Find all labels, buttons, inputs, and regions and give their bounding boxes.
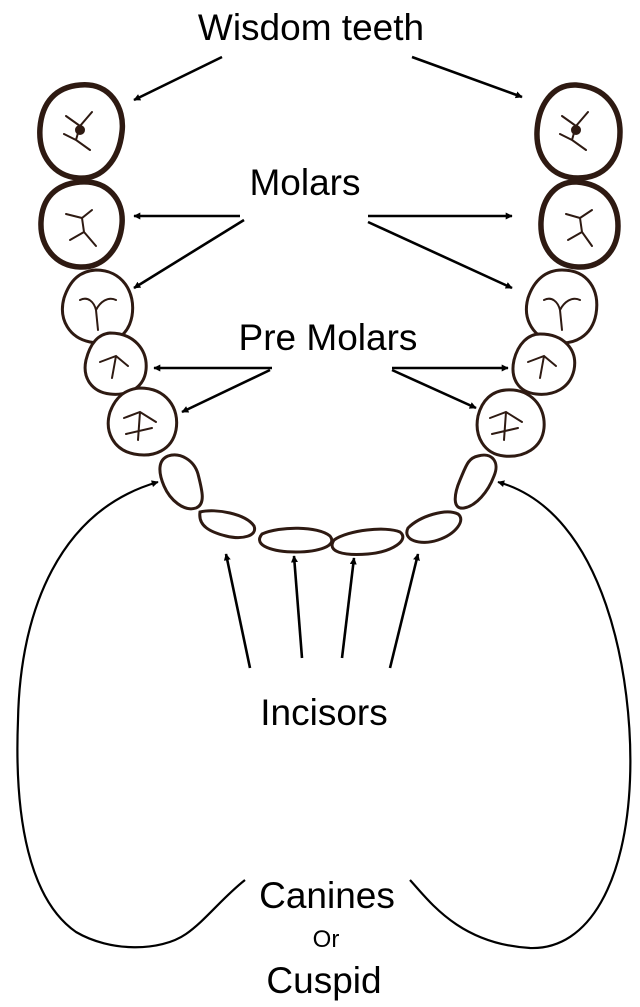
- central-incisors: [260, 528, 403, 554]
- left-wisdom-tooth: [40, 85, 123, 178]
- right-teeth: [407, 85, 620, 542]
- incisors-arrow-3: [342, 558, 354, 658]
- label-pre-molars: Pre Molars: [239, 317, 418, 358]
- label-molars: Molars: [249, 162, 360, 203]
- premolars-arrow-right-lower: [392, 370, 476, 408]
- left-molar-lower: [62, 270, 132, 343]
- wisdom-arrow-right: [412, 57, 522, 97]
- right-wisdom-tooth: [537, 85, 620, 178]
- molars-arrow-left-lower: [134, 220, 244, 288]
- right-canine: [455, 455, 496, 508]
- canine-curve-left: [17, 482, 245, 947]
- label-or: Or: [313, 926, 340, 953]
- left-premolar-first: [85, 333, 146, 394]
- premolars-arrow-left-lower: [182, 370, 270, 412]
- left-teeth: [40, 85, 255, 538]
- left-molar-upper: [41, 182, 122, 267]
- right-central-incisor: [332, 529, 403, 554]
- label-canines: Canines: [259, 875, 395, 916]
- right-premolar-first: [513, 334, 575, 394]
- right-molar-upper: [541, 182, 618, 267]
- incisors-arrow-1: [226, 554, 250, 668]
- canine-curve-right: [410, 482, 630, 948]
- label-cuspid: Cuspid: [266, 960, 381, 1001]
- incisors-arrow-2: [294, 556, 302, 658]
- left-premolar-second: [108, 388, 176, 455]
- incisors-arrow-4: [390, 554, 418, 668]
- left-central-incisor: [260, 528, 332, 552]
- right-premolar-second: [477, 390, 544, 456]
- molars-arrows: [134, 216, 512, 288]
- incisors-arrows: [226, 554, 418, 668]
- right-lateral-incisor: [407, 512, 461, 542]
- wisdom-teeth-arrows: [134, 57, 522, 100]
- right-molar-lower: [526, 270, 596, 343]
- label-incisors: Incisors: [260, 692, 387, 733]
- left-canine: [160, 455, 202, 509]
- molars-arrow-right-lower: [368, 222, 512, 288]
- left-lateral-incisor: [200, 511, 255, 538]
- wisdom-arrow-left: [134, 57, 222, 100]
- label-wisdom-teeth: Wisdom teeth: [198, 7, 424, 48]
- premolars-arrows: [154, 368, 508, 412]
